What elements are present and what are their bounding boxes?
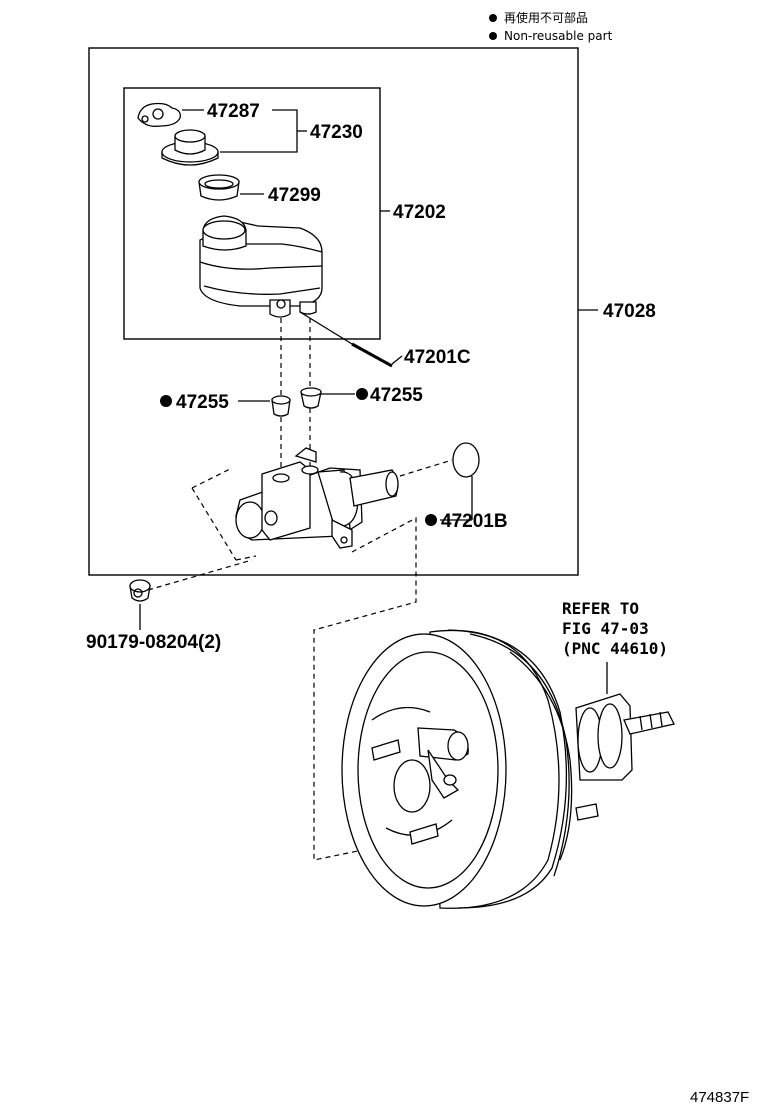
non-reusable-bullet-icon (425, 514, 437, 526)
part-master-cylinder (235, 447, 399, 549)
part-47201B-oring (452, 442, 480, 478)
label-47299[interactable]: 47299 (268, 185, 321, 206)
figure-id: 474837F (690, 1089, 749, 1106)
label-47287[interactable]: 47287 (207, 101, 260, 122)
refer-line-1[interactable]: REFER TO (562, 599, 639, 618)
legend-line-ja: 再使用不可部品 (504, 10, 588, 25)
part-47255-grommet-left (271, 395, 291, 417)
label-47255-left[interactable]: 47255 (176, 392, 229, 413)
label-47202[interactable]: 47202 (393, 202, 446, 223)
legend-line-en: Non-reusable part (504, 29, 613, 43)
legend-bullet-icon (489, 14, 497, 22)
part-reservoir-tank (199, 215, 323, 318)
label-47230[interactable]: 47230 (310, 122, 363, 143)
part-47255-grommet-right (300, 387, 322, 409)
part-47287-clip (137, 102, 181, 127)
label-47201C[interactable]: 47201C (404, 347, 471, 368)
legend-bullet-icon (489, 32, 497, 40)
part-47230-cap (161, 129, 219, 166)
non-reusable-bullet-icon (356, 388, 368, 400)
refer-line-2[interactable]: FIG 47-03 (562, 619, 649, 638)
assembly-box-47028 (88, 47, 579, 576)
non-reusable-bullet-icon (160, 395, 172, 407)
refer-line-3[interactable]: (PNC 44610) (562, 639, 668, 658)
part-90179-nut (129, 579, 151, 602)
label-47201B[interactable]: 47201B (441, 511, 508, 532)
part-47299-ring (198, 174, 240, 201)
reservoir-box-47202 (123, 87, 381, 340)
label-47255-right[interactable]: 47255 (370, 385, 423, 406)
label-90179-08204[interactable]: 90179-08204(2) (86, 632, 221, 653)
label-47028[interactable]: 47028 (603, 301, 656, 322)
part-brake-booster (341, 629, 675, 909)
legend: 再使用不可部品 Non-reusable part (489, 10, 613, 43)
